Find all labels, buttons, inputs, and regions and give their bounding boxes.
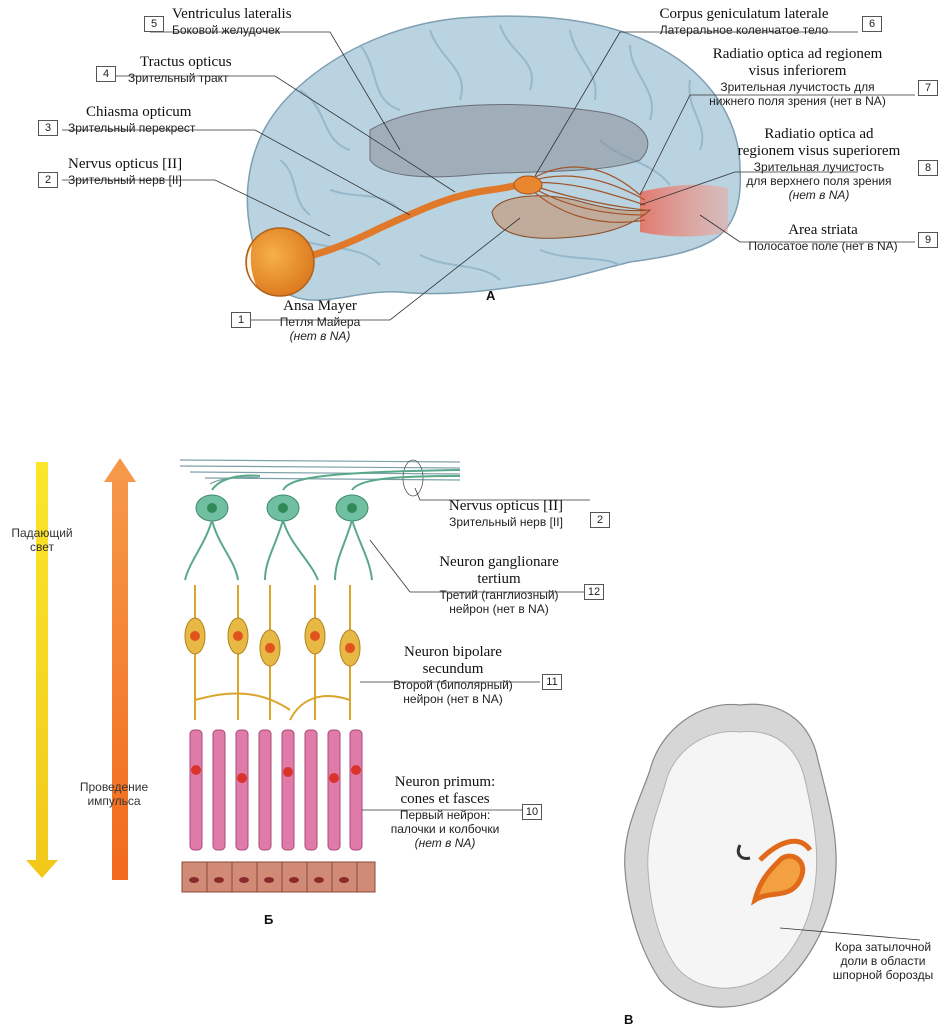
receptor-cell	[190, 730, 202, 850]
label-number: 11	[542, 674, 562, 690]
striate-area	[640, 185, 728, 237]
label-number: 1	[231, 312, 251, 328]
label-number: 5	[144, 16, 164, 32]
receptor-cell	[236, 730, 248, 850]
label-occipital-cortex: Кора затылочной доли в области шпорной б…	[818, 940, 948, 982]
receptor-cell	[350, 730, 362, 850]
label-neuron-bipolare: Neuron bipolare secundum Второй (биполяр…	[368, 644, 538, 706]
label-nervus-opticus-retina: Nervus opticus [II] Зрительный нерв [II]	[424, 498, 588, 529]
label-impulse-conduction: Проведение импульса	[64, 780, 164, 808]
label-number: 6	[862, 16, 882, 32]
label-tractus-opticus: Tractus opticus Зрительный тракт	[128, 54, 232, 85]
label-ansa-mayer: Ansa Mayer Петля Майера (нет в NA)	[250, 298, 390, 343]
label-radiatio-superior: Radiatio optica ad regionem visus superi…	[724, 126, 914, 202]
receptor-cell	[328, 730, 340, 850]
label-neuron-ganglionare: Neuron ganglionare tertium Третий (гангл…	[412, 554, 586, 616]
lateral-geniculate-body	[514, 176, 542, 194]
label-area-striata: Area striata Полосатое поле (нет в NA)	[730, 222, 916, 253]
label-radiatio-inferior: Radiatio optica ad regionem visus inferi…	[680, 46, 915, 108]
label-number: 8	[918, 160, 938, 176]
label-number: 12	[584, 584, 604, 600]
impulse-arrow	[104, 458, 136, 880]
label-number: 2	[38, 172, 58, 188]
label-ventriculus-lateralis: Ventriculus lateralis Боковой желудочек	[172, 6, 292, 37]
label-number: 10	[522, 804, 542, 820]
panel-letter-b: Б	[264, 912, 273, 927]
label-number: 4	[96, 66, 116, 82]
label-number: 3	[38, 120, 58, 136]
eyeball	[246, 228, 314, 296]
incident-light-arrow	[26, 462, 58, 878]
label-neuron-primum: Neuron primum: cones et fasces Первый не…	[370, 774, 520, 850]
label-number: 7	[918, 80, 938, 96]
lateral-ventricle	[370, 105, 648, 177]
label-number: 9	[918, 232, 938, 248]
brain-illustration	[246, 16, 740, 300]
receptor-cell	[282, 730, 294, 850]
receptor-cell	[305, 730, 317, 850]
receptor-cell	[259, 730, 271, 850]
label-incident-light: Падающий свет	[4, 526, 80, 554]
label-nervus-opticus: Nervus opticus [II] Зрительный нерв [II]	[68, 156, 182, 187]
label-corpus-geniculatum: Corpus geniculatum laterale Латеральное …	[628, 6, 860, 37]
receptor-cell	[213, 730, 225, 850]
label-chiasma-opticum: Chiasma opticum Зрительный перекрест	[68, 104, 195, 135]
panel-letter-v: В	[624, 1012, 633, 1027]
panel-letter-a: А	[486, 288, 495, 303]
label-number: 2	[590, 512, 610, 528]
